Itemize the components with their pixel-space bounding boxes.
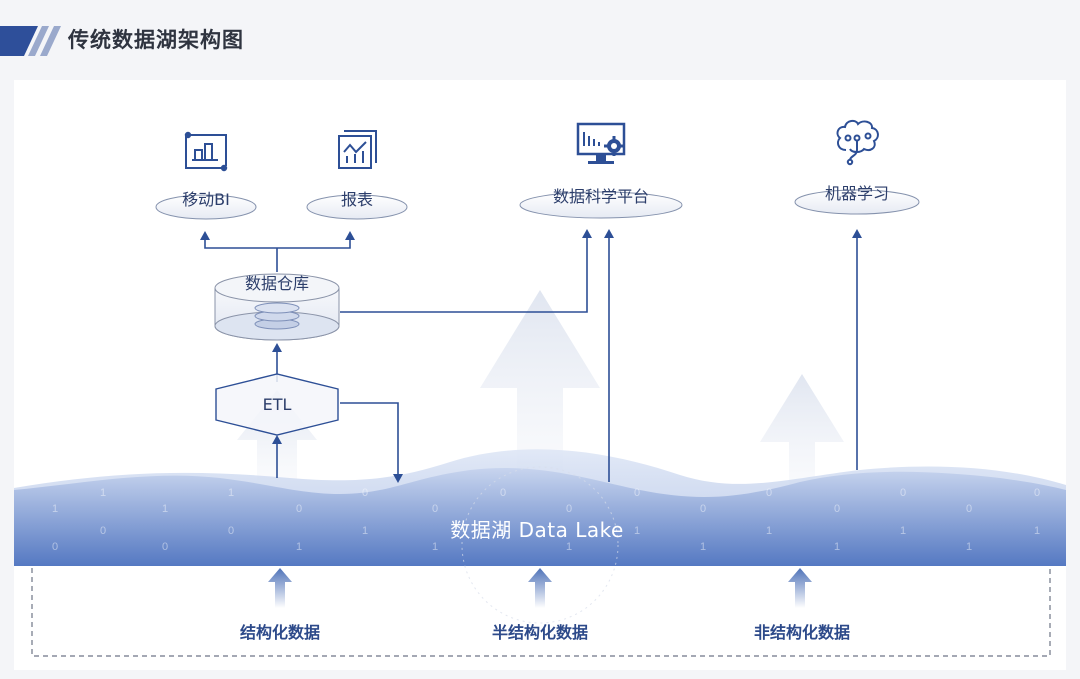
platform-label-report: 报表	[340, 190, 374, 209]
binary-digit: 1	[52, 503, 58, 515]
binary-digit: 1	[634, 525, 640, 537]
binary-digit: 1	[966, 541, 972, 553]
binary-digit: 1	[296, 541, 302, 553]
sources-dashed-border	[31, 568, 1051, 657]
source-arrow-unstructured	[788, 568, 812, 608]
header: 传统数据湖架构图	[0, 0, 1080, 78]
binary-digit: 1	[766, 525, 772, 537]
brain-icon	[836, 119, 879, 166]
binary-digit: 0	[500, 487, 506, 499]
title-stripes-icon	[0, 26, 61, 56]
monitor-gear-icon	[576, 122, 626, 164]
data-lake-label: 数据湖 Data Lake	[450, 518, 624, 542]
binary-digit: 0	[700, 503, 706, 515]
binary-digit: 1	[162, 503, 168, 515]
binary-digit: 0	[100, 525, 106, 537]
platform-label-ml: 机器学习	[824, 184, 890, 203]
line-warehouse-to-ds	[340, 238, 588, 313]
source-label-unstructured: 非结构化数据	[753, 623, 851, 642]
platform-ellipse-ds	[519, 191, 683, 219]
source-label-semi-structured: 半结构化数据	[491, 623, 589, 642]
lake-wave-front	[14, 468, 1066, 566]
binary-digit: 1	[1034, 525, 1040, 537]
binary-digit: 0	[228, 525, 234, 537]
platform-ellipse-report	[306, 194, 408, 220]
binary-digit: 1	[834, 541, 840, 553]
binary-digit: 0	[566, 503, 572, 515]
source-arrow-structured	[268, 568, 292, 608]
bar-chart-icon	[184, 131, 228, 172]
binary-digit: 0	[296, 503, 302, 515]
source-arrow-semi	[528, 568, 552, 608]
binary-digit: 0	[766, 487, 772, 499]
binary-digit: 0	[432, 503, 438, 515]
arrowhead-ml	[852, 229, 862, 238]
binary-digit: 1	[228, 487, 234, 499]
report-chart-icon	[338, 130, 377, 169]
ghost-arrow-right	[760, 374, 844, 490]
line-split-bi-report	[204, 240, 351, 249]
binary-digit: 1	[362, 525, 368, 537]
line-etl-to-lake	[340, 402, 399, 474]
etl-label: ETL	[262, 395, 292, 414]
arrowhead-lake	[393, 474, 403, 483]
binary-digit: 0	[162, 541, 168, 553]
page-title: 传统数据湖架构图	[68, 28, 244, 52]
watermark-logo	[461, 466, 619, 624]
binary-digit: 1	[566, 541, 572, 553]
arrowhead-ds-2	[604, 229, 614, 238]
binary-digit: 0	[1034, 487, 1040, 499]
warehouse-label: 数据仓库	[244, 274, 310, 293]
binary-digit: 0	[834, 503, 840, 515]
platform-ellipse-ml	[794, 189, 920, 215]
etl-hexagon	[215, 373, 339, 436]
platform-label-data-science: 数据科学平台	[552, 187, 650, 206]
arrowheads	[200, 229, 862, 483]
binary-digits: 1 0 1 0 1 0 1 0 0 1 0 1 0 1 0 1 0 1 0 1 0 1 0 1 0 1 0 1 0 1 0 1	[52, 487, 1040, 553]
binary-digit: 0	[362, 487, 368, 499]
binary-digit: 1	[500, 525, 506, 537]
binary-digit: 0	[900, 487, 906, 499]
database-icon	[214, 273, 340, 341]
binary-digit: 0	[634, 487, 640, 499]
binary-digit: 1	[900, 525, 906, 537]
binary-digit: 0	[966, 503, 972, 515]
binary-digit: 1	[432, 541, 438, 553]
arrowhead-ds-1	[582, 229, 592, 238]
binary-digit: 1	[100, 487, 106, 499]
platform-ellipse-bi	[155, 194, 257, 220]
arrowhead-etl	[272, 435, 282, 444]
binary-digit: 0	[52, 541, 58, 553]
arrowhead-report	[345, 231, 355, 240]
platform-label-mobile-bi: 移动BI	[182, 190, 230, 209]
arrowhead-warehouse	[272, 343, 282, 352]
ghost-arrow-center	[480, 290, 600, 480]
arrowhead-bi	[200, 231, 210, 240]
binary-digit: 1	[700, 541, 706, 553]
source-label-structured: 结构化数据	[239, 623, 321, 642]
